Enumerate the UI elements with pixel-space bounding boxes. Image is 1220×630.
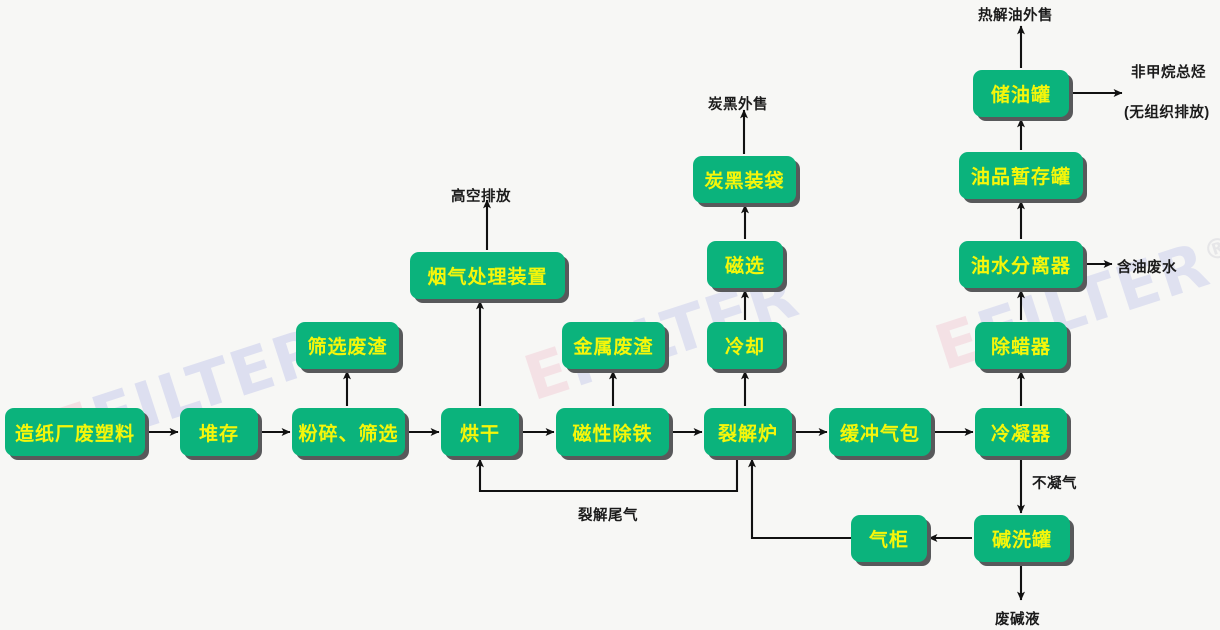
- node-label: 造纸厂废塑料: [14, 423, 135, 445]
- node-label: 油水分离器: [970, 256, 1071, 277]
- node-label: 冷凝器: [990, 423, 1051, 445]
- node-drying[interactable]: 烘干: [441, 408, 519, 456]
- node-magnetic-separation[interactable]: 磁选: [707, 241, 783, 288]
- node-crushing-screening[interactable]: 粉碎、筛选: [292, 408, 405, 456]
- node-raw-material[interactable]: 造纸厂废塑料: [5, 408, 145, 456]
- node-cooling[interactable]: 冷却: [707, 322, 783, 369]
- label-waste-alkali-liquor: 废碱液: [995, 612, 1040, 628]
- node-label: 碱洗罐: [991, 530, 1052, 551]
- node-label: 金属废渣: [573, 337, 654, 358]
- label-oily-wastewater: 含油废水: [1117, 260, 1177, 276]
- node-dewaxer[interactable]: 除蜡器: [975, 322, 1067, 369]
- node-label: 磁选: [724, 256, 765, 277]
- label-fugitive-emission: (无组织排放): [1124, 105, 1210, 121]
- node-flue-gas-treatment[interactable]: 烟气处理装置: [410, 252, 565, 299]
- node-label: 粉碎、筛选: [298, 423, 399, 445]
- node-label: 气柜: [868, 530, 909, 551]
- node-label: 筛选废渣: [307, 337, 388, 358]
- node-label: 储油罐: [990, 85, 1051, 106]
- node-magnetic-deironing[interactable]: 磁性除铁: [556, 408, 669, 456]
- label-pyrolysis-oil-sale: 热解油外售: [978, 8, 1053, 24]
- node-pyrolysis-furnace[interactable]: 裂解炉: [704, 408, 792, 456]
- node-oil-water-separator[interactable]: 油水分离器: [959, 241, 1083, 288]
- node-carbon-black-bagging[interactable]: 炭黑装袋: [693, 156, 796, 203]
- node-gas-holder[interactable]: 气柜: [851, 515, 927, 562]
- node-oil-storage-tank[interactable]: 储油罐: [973, 70, 1069, 117]
- node-alkali-washing-tank[interactable]: 碱洗罐: [974, 515, 1070, 562]
- node-buffer-gas-bag[interactable]: 缓冲气包: [829, 408, 931, 456]
- node-metal-residue[interactable]: 金属废渣: [562, 322, 665, 369]
- node-label: 烘干: [459, 423, 500, 445]
- node-label: 烟气处理装置: [427, 267, 548, 288]
- node-label: 除蜡器: [990, 337, 1051, 358]
- node-label: 裂解炉: [717, 423, 778, 445]
- node-label: 炭黑装袋: [704, 171, 785, 192]
- node-label: 堆存: [198, 423, 239, 445]
- node-condenser[interactable]: 冷凝器: [975, 408, 1067, 456]
- node-screening-residue[interactable]: 筛选废渣: [296, 322, 399, 369]
- label-pyrolysis-tail-gas: 裂解尾气: [578, 508, 638, 524]
- label-non-condensable-gas: 不凝气: [1032, 476, 1077, 492]
- node-label: 冷却: [724, 337, 765, 358]
- label-nmhc: 非甲烷总烃: [1131, 65, 1206, 81]
- label-high-altitude-emission: 高空排放: [451, 189, 511, 205]
- label-carbon-black-sale: 炭黑外售: [708, 97, 768, 113]
- node-stockpiling[interactable]: 堆存: [180, 408, 258, 456]
- node-temporary-oil-tank[interactable]: 油品暂存罐: [959, 152, 1083, 199]
- node-label: 油品暂存罐: [970, 167, 1071, 188]
- node-label: 缓冲气包: [839, 423, 920, 445]
- node-label: 磁性除铁: [572, 423, 653, 445]
